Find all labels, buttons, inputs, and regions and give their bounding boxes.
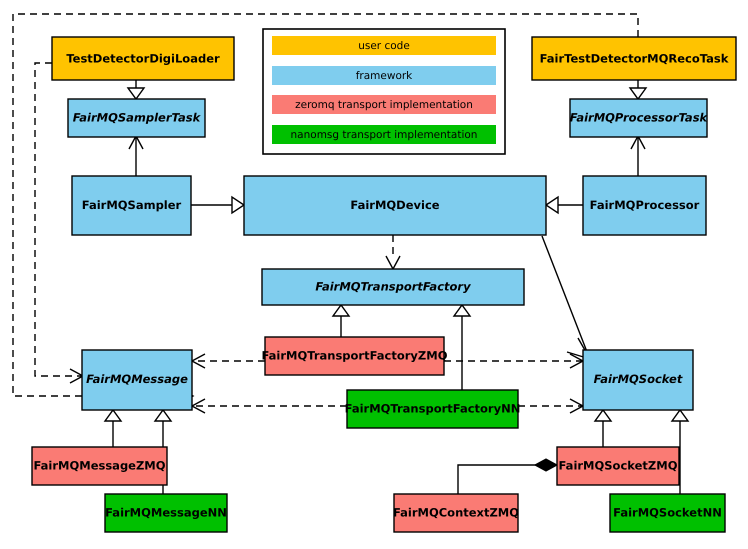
class-label-fairtestdetectormqrecotask: FairTestDetectorMQRecoTask — [540, 52, 729, 66]
arrowhead-tfzmq-to-transportfactory — [331, 303, 351, 317]
class-rect-fairmqprocessortask[interactable] — [569, 98, 708, 138]
class-label-fairmqsocketzmq: FairMQSocketZMQ — [559, 459, 678, 473]
class-rect-fairmqsamplertask[interactable] — [67, 98, 206, 138]
arrowhead-messagenn-to-message — [153, 408, 173, 422]
arrowhead-digiloader-to-samplertask — [126, 87, 146, 101]
legend-swatch-zeromq — [272, 95, 496, 114]
legend-entry-zeromq: zeromq transport implementation — [272, 95, 496, 114]
class-node-fairmqprocessor[interactable]: FairMQProcessor — [582, 175, 707, 236]
class-node-fairmqsampler[interactable]: FairMQSampler — [71, 175, 192, 236]
class-label-fairmqtransportfactorynn: FairMQTransportFactoryNN — [345, 402, 521, 416]
class-node-fairmqprocessortask[interactable]: FairMQProcessorTask — [569, 98, 709, 138]
class-rect-fairmqsocketzmq[interactable] — [556, 446, 680, 486]
class-rect-fairmqcontextzmq[interactable] — [393, 493, 519, 533]
class-label-fairmqsocketnn: FairMQSocketNN — [613, 506, 722, 520]
class-rect-testdetectordigiloader[interactable] — [51, 36, 235, 81]
class-node-fairmqmessage[interactable]: FairMQMessage — [81, 349, 193, 411]
edge-recotask-to-message — [12, 13, 639, 397]
edge-layer — [12, 13, 690, 494]
legend-entry-nanomsg: nanomsg transport implementation — [272, 125, 496, 144]
arrowhead-recotask-to-processortask — [628, 87, 648, 101]
class-rect-fairmqmessagezmq[interactable] — [31, 446, 168, 486]
class-node-fairtestdetectormqrecotask[interactable]: FairTestDetectorMQRecoTask — [531, 36, 737, 81]
legend-swatch-user-code — [272, 36, 496, 55]
class-label-testdetectordigiloader: TestDetectorDigiLoader — [66, 52, 220, 66]
class-label-fairmqmessagezmq: FairMQMessageZMQ — [33, 459, 165, 473]
legend-label-user-code: user code — [358, 40, 410, 52]
class-rect-fairmqsocketnn[interactable] — [609, 493, 726, 533]
class-node-fairmqmessagenn[interactable]: FairMQMessageNN — [104, 493, 228, 533]
class-node-fairmqtransportfactory[interactable]: FairMQTransportFactory — [261, 268, 525, 306]
class-rect-fairmqtransportfactory[interactable] — [261, 268, 525, 306]
class-rect-fairmqsampler[interactable] — [71, 175, 192, 236]
class-rect-fairmqsocket[interactable] — [582, 349, 694, 411]
class-label-fairmqsamplertask: FairMQSamplerTask — [73, 111, 202, 125]
class-rect-fairmqtransportfactorynn[interactable] — [346, 389, 519, 429]
class-label-fairmqcontextzmq: FairMQContextZMQ — [393, 506, 519, 520]
class-node-fairmqtransportfactorynn[interactable]: FairMQTransportFactoryNN — [345, 389, 521, 429]
legend-label-zeromq: zeromq transport implementation — [295, 99, 473, 111]
class-rect-fairtestdetectormqrecotask[interactable] — [531, 36, 737, 81]
class-rect-fairmqmessage[interactable] — [81, 349, 193, 411]
class-rect-fairmqmessagenn[interactable] — [104, 493, 228, 533]
class-rect-fairmqtransportfactoryzmq[interactable] — [264, 336, 445, 376]
class-label-fairmqmessage: FairMQMessage — [86, 372, 188, 386]
class-node-fairmqsocketzmq[interactable]: FairMQSocketZMQ — [556, 446, 680, 486]
legend-swatch-framework — [272, 66, 496, 85]
legend-entry-user-code: user code — [272, 36, 496, 55]
class-node-fairmqsocketnn[interactable]: FairMQSocketNN — [609, 493, 726, 533]
class-node-fairmqsamplertask[interactable]: FairMQSamplerTask — [67, 98, 206, 138]
composition-diamond — [533, 458, 559, 472]
legend: user code framework zeromq transport imp… — [262, 28, 506, 155]
legend-entry-framework: framework — [272, 66, 496, 85]
class-node-fairmqsocket[interactable]: FairMQSocket — [582, 349, 694, 411]
class-node-testdetectordigiloader[interactable]: TestDetectorDigiLoader — [51, 36, 235, 81]
legend-label-nanomsg: nanomsg transport implementation — [291, 129, 478, 141]
legend-label-framework: framework — [356, 70, 413, 82]
class-label-fairmqtransportfactory: FairMQTransportFactory — [315, 280, 471, 294]
arrowhead-processor-to-device — [544, 195, 559, 215]
class-node-fairmqtransportfactoryzmq[interactable]: FairMQTransportFactoryZMQ — [261, 336, 448, 376]
class-rect-fairmqdevice[interactable] — [243, 175, 547, 236]
edge-device-to-socket — [541, 235, 590, 358]
class-label-fairmqsocket: FairMQSocket — [594, 372, 683, 386]
class-node-fairmqmessagezmq[interactable]: FairMQMessageZMQ — [31, 446, 168, 486]
legend-swatch-nanomsg — [272, 125, 496, 144]
arrowhead-socketnn-to-socket — [670, 408, 690, 422]
class-label-fairmqmessagenn: FairMQMessageNN — [105, 506, 227, 520]
class-box-layer: TestDetectorDigiLoader FairTestDetectorM… — [31, 36, 737, 533]
arrowhead-tfnn-to-transportfactory — [452, 303, 472, 317]
arrowhead-sampler-to-device — [231, 195, 246, 215]
class-label-fairmqprocessor: FairMQProcessor — [590, 198, 700, 212]
arrowhead-messagezmq-to-message — [103, 408, 123, 422]
class-label-fairmqdevice: FairMQDevice — [350, 198, 439, 212]
class-rect-fairmqprocessor[interactable] — [582, 175, 707, 236]
class-node-fairmqcontextzmq[interactable]: FairMQContextZMQ — [393, 493, 519, 533]
edge-socketzmq-to-contextzmq — [457, 464, 541, 494]
class-label-fairmqsampler: FairMQSampler — [82, 198, 182, 212]
class-label-fairmqtransportfactoryzmq: FairMQTransportFactoryZMQ — [261, 349, 447, 363]
arrowhead-socketzmq-to-socket — [593, 408, 613, 422]
class-label-fairmqprocessortask: FairMQProcessorTask — [570, 111, 709, 125]
class-node-fairmqdevice[interactable]: FairMQDevice — [243, 175, 547, 236]
arrowhead-device-to-transportfactory — [385, 255, 401, 271]
edge-digiloader-to-message — [34, 62, 82, 377]
